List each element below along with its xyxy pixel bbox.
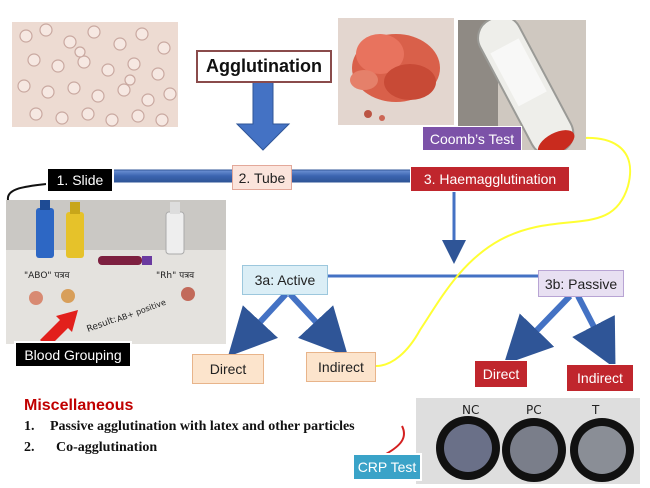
active-to-direct-arrow xyxy=(227,291,289,357)
page-title: Agglutination xyxy=(206,56,322,76)
method-haemagglutination-box: 3. Haemagglutination xyxy=(410,166,570,192)
rbc-microscope-photo xyxy=(12,22,178,127)
crp-test-label: CRP Test xyxy=(352,453,422,481)
crp-link-curve-top xyxy=(385,425,405,455)
blood-grouping-photo: "ABO" पत्रव "Rh" पत्रव Result: AB+ posit… xyxy=(6,200,226,344)
crp-plate-drawing: NC PC T xyxy=(416,398,640,484)
well-label-t: T xyxy=(591,403,600,417)
method-tube-box: 2. Tube xyxy=(232,165,292,190)
agglutinate-clump-photo xyxy=(338,18,454,125)
well-label-nc: NC xyxy=(462,403,479,417)
rbc-cells-drawing xyxy=(17,23,177,127)
branch-passive-box: 3b: Passive xyxy=(538,270,624,297)
misc-item-text: Co-agglutination xyxy=(56,440,158,455)
misc-item-1: 1. Passive agglutination with latex and o… xyxy=(24,419,355,435)
svg-text:"Rh" पत्रव: "Rh" पत्रव xyxy=(156,271,195,281)
passive-direct-box: Direct xyxy=(474,360,528,388)
blood-grouping-label: Blood Grouping xyxy=(14,341,132,368)
misc-item-text: Passive agglutination with latex and oth… xyxy=(50,419,355,434)
svg-text:"ABO" पत्रव: "ABO" पत्रव xyxy=(24,271,70,281)
method-slide-box: 1. Slide xyxy=(46,167,114,193)
passive-to-indirect-arrow xyxy=(572,294,616,369)
passive-indirect-box: Indirect xyxy=(566,364,634,392)
coombs-link-curve xyxy=(375,137,631,367)
crp-plate-photo: NC PC T xyxy=(416,398,640,484)
title-box: Agglutination xyxy=(196,50,332,83)
misc-item-number: 1. xyxy=(24,419,35,434)
miscellaneous-heading: Miscellaneous xyxy=(24,397,134,414)
branch-active-box: 3a: Active xyxy=(242,265,328,295)
well-label-pc: PC xyxy=(526,403,542,417)
coombs-test-label: Coomb’s Test xyxy=(422,126,522,151)
passive-to-direct-arrow xyxy=(503,293,573,365)
active-direct-box: Direct xyxy=(192,354,264,384)
blood-grouping-drawing: "ABO" पत्रव "Rh" पत्रव Result: AB+ posit… xyxy=(6,200,226,344)
misc-item-number: 2. xyxy=(24,440,35,455)
active-indirect-box: Indirect xyxy=(306,352,376,382)
title-down-arrow xyxy=(235,81,291,151)
misc-item-2: 2. Co-agglutination xyxy=(24,440,157,456)
active-to-indirect-arrow xyxy=(287,291,349,357)
clump-drawing xyxy=(350,34,440,121)
